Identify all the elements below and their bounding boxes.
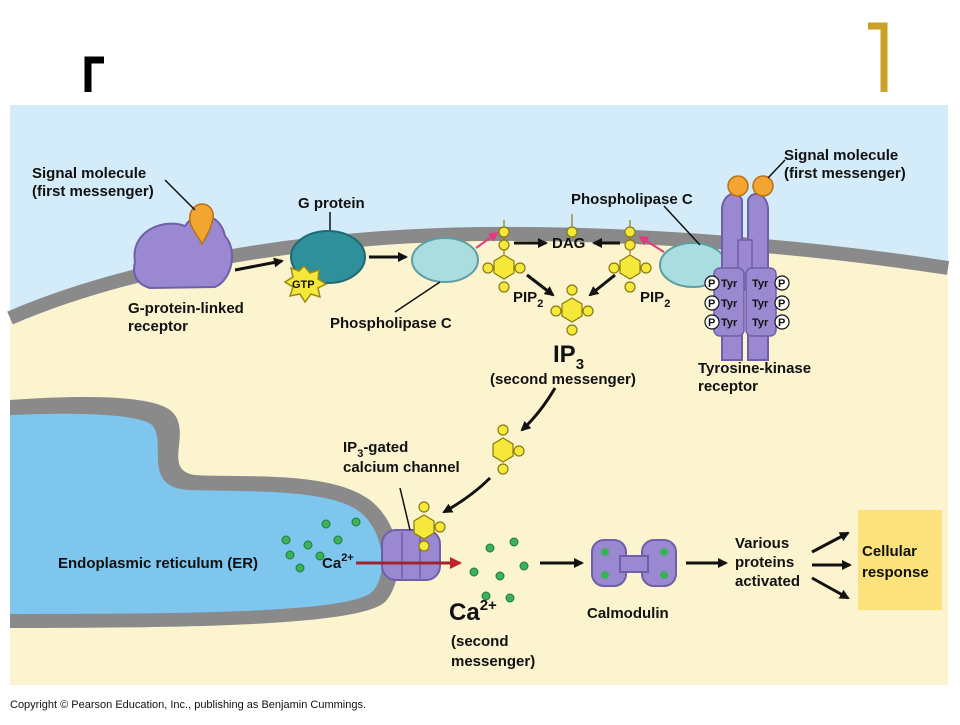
tag-p-5: P: [778, 298, 785, 310]
signal-molecule-right-a: [727, 175, 749, 197]
er-label: Endoplasmic reticulum (ER): [58, 555, 258, 572]
bracket-right: [868, 22, 888, 92]
tag-tyr-2: Tyr: [721, 298, 738, 310]
calmodulin-label: Calmodulin: [587, 605, 669, 622]
ip3-gated-calcium-channel: [381, 529, 441, 581]
channel-leader: [399, 487, 411, 531]
calmodulin: [591, 539, 677, 587]
tag-p-1: P: [708, 278, 715, 290]
arrow-pip2-left-to-ip3: [526, 273, 555, 297]
receptor-left-label-1: G-protein-linked: [128, 300, 244, 317]
phospholipase-c-mid-label: Phospholipase C: [330, 315, 452, 332]
ca-caption-2: messenger): [451, 653, 535, 670]
signal-right-label-2: (first messenger): [784, 165, 906, 182]
tag-p-2: P: [708, 298, 715, 310]
tag-p-6: P: [778, 317, 785, 329]
phosphotyrosine-tags: [704, 275, 790, 330]
proteins-label-1: Various: [735, 535, 789, 552]
signal-molecule-left: [188, 203, 214, 246]
gtp-burst: [283, 264, 328, 304]
response-label-1: Cellular: [862, 543, 917, 560]
proteins-label-3: activated: [735, 573, 800, 590]
ip3-caption: (second messenger): [490, 371, 636, 388]
signal-left-label-2: (first messenger): [32, 183, 154, 200]
signal-right-label-1: Signal molecule: [784, 147, 898, 164]
arrow-proteins-to-response-up: [811, 531, 850, 554]
dag-tail-marks: [566, 214, 578, 238]
arrow-ip3-down: [520, 387, 557, 432]
pip2-molecule-left: [482, 220, 526, 293]
phospholipase-c-middle: [411, 237, 479, 283]
channel-label-2: calcium channel: [343, 459, 460, 476]
pip2-right-label: PIP2: [640, 289, 670, 310]
proteins-label-2: proteins: [735, 554, 794, 571]
phospholipase-c-right-label: Phospholipase C: [571, 191, 693, 208]
arrow-receptor-to-gprotein: [234, 257, 284, 272]
tag-tyr-1: Tyr: [721, 278, 738, 290]
signal-left-leader: [164, 179, 196, 211]
g-protein: [290, 230, 366, 284]
arrow-proteins-to-response-down: [811, 576, 850, 600]
arrow-ip3-to-channel: [442, 476, 492, 514]
pip2-left-label: PIP2: [513, 289, 543, 310]
signal-right-leader: [767, 159, 786, 179]
cellular-response-box: [858, 510, 942, 610]
ip3-molecule-traveling: [492, 424, 525, 475]
ca-in-label: Ca2+: [322, 552, 354, 572]
tag-p-3: P: [708, 317, 715, 329]
signal-left-label-1: Signal molecule: [32, 165, 146, 182]
ca-out-label: Ca2+: [449, 597, 497, 626]
tag-tyr-6: Tyr: [752, 317, 769, 329]
tyrosine-kinase-receptor: [713, 192, 777, 361]
tag-tyr-4: Tyr: [752, 278, 769, 290]
er-lumen: [10, 413, 383, 614]
phospholipase-right-leader: [663, 205, 701, 246]
ip3-label: IP3: [553, 341, 584, 373]
dag-label: DAG: [552, 235, 585, 252]
signal-molecule-right-b: [752, 175, 774, 197]
gtp-label: GTP: [292, 279, 315, 291]
response-label-2: response: [862, 564, 929, 581]
bracket-left: [84, 56, 104, 92]
ca-caption-1: (second: [451, 633, 509, 650]
pip2-molecule-right: [608, 220, 652, 293]
arrow-plc-pink-left: [475, 231, 499, 249]
arrow-pip2-right-to-ip3: [588, 273, 616, 297]
tag-tyr-5: Tyr: [752, 298, 769, 310]
g-protein-label: G protein: [298, 195, 365, 212]
receptor-left-label-2: receptor: [128, 318, 188, 335]
arrow-plc-pink-right: [638, 235, 665, 253]
tk-receptor-label-1: Tyrosine-kinase: [698, 360, 811, 377]
phospholipase-mid-leader: [394, 281, 441, 313]
calcium-ions-cytoplasm: [469, 537, 529, 603]
tag-tyr-3: Tyr: [721, 317, 738, 329]
ip3-molecule: [550, 284, 594, 336]
copyright-text: Copyright © Pearson Education, Inc., pub…: [10, 699, 366, 711]
ip3-bound-molecule: [413, 501, 446, 552]
calcium-ions-er: [281, 517, 361, 573]
tag-p-4: P: [778, 278, 785, 290]
tk-receptor-label-2: receptor: [698, 378, 758, 395]
channel-label-1: IP3-gated: [343, 439, 408, 460]
